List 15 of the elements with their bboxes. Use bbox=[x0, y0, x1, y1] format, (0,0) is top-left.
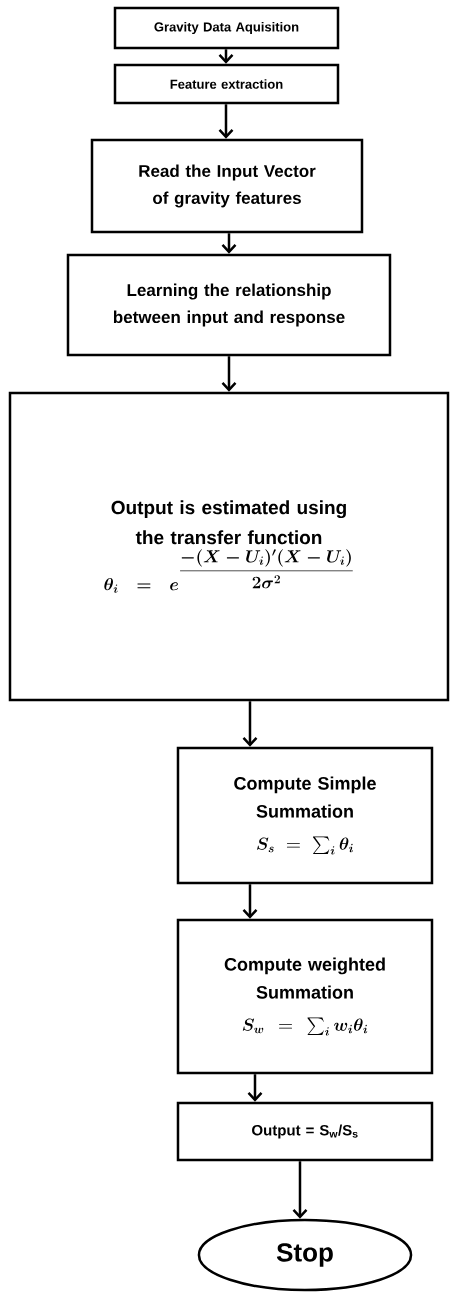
process-box: Read the Input Vector of gravity features bbox=[90, 138, 364, 234]
process-box: Compute weighted Summation $S_w = \sum_i w_i \theta_i$ bbox=[176, 918, 434, 1075]
arrow bbox=[242, 884, 258, 919]
process-box: Output is estimated using the transfer function $\theta_i = e^{\dfrac{-(X-U_i)'(X-U_i)}{2\sigma^2}}$ bbox=[8, 391, 450, 702]
arrow bbox=[292, 1161, 308, 1219]
process-box: Learning the relationship between input and response bbox=[66, 253, 392, 357]
process-box: Compute Simple Summation $S_s = \sum_i \theta_i$ bbox=[176, 746, 434, 885]
arrow bbox=[221, 233, 237, 254]
arrow bbox=[242, 701, 258, 747]
arrow bbox=[221, 356, 237, 392]
process-box: Feature extraction bbox=[113, 63, 340, 105]
process-box: Output = S$_{w}$/S$_{s}$ bbox=[176, 1101, 434, 1162]
arrow bbox=[218, 104, 234, 139]
arrow bbox=[247, 1074, 263, 1102]
process-box: Gravity Data Aquisition bbox=[113, 6, 340, 50]
